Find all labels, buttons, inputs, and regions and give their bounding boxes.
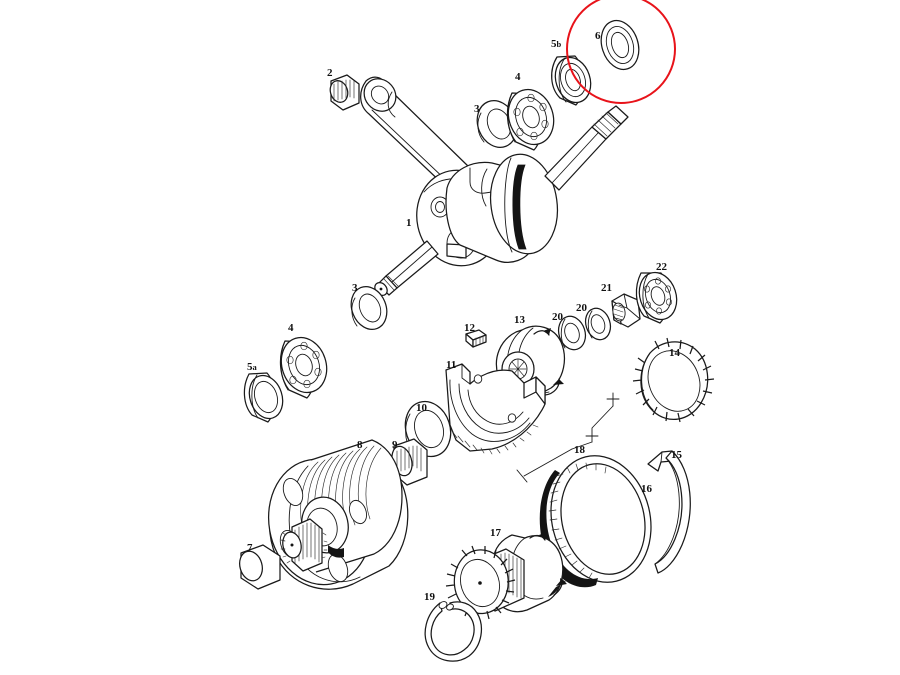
part-16-clutch-lining-ring — [539, 455, 652, 588]
part-17-drive-gear — [445, 532, 567, 621]
callout-10: 10 — [416, 402, 427, 414]
callout-2: 2 — [327, 67, 333, 79]
part-4-main-bearing-left — [279, 336, 328, 399]
callout-12: 12 — [464, 322, 475, 334]
callout-16: 16 — [641, 483, 652, 495]
callout-3-right: 3 — [474, 103, 480, 115]
part-14-tab-lock-washer — [632, 337, 715, 423]
callout-20-inner: 20 — [552, 311, 563, 323]
part-21-hex-nut — [611, 293, 641, 328]
callout-20-outer: 20 — [576, 302, 587, 314]
callout-19: 19 — [424, 591, 435, 603]
part-15-clutch-band — [647, 450, 691, 574]
callout-18: 18 — [574, 444, 585, 456]
part-5b-oil-seal — [551, 55, 592, 106]
part-7-bushing — [239, 544, 281, 590]
part-20-washer-inner — [557, 315, 587, 351]
callout-5a: 5a — [247, 361, 257, 373]
callout-8: 8 — [357, 439, 363, 451]
callout-4-left: 4 — [288, 322, 294, 334]
callout-15: 15 — [671, 449, 682, 461]
part-2-small-end-bearing — [329, 74, 360, 111]
part-1-crankshaft-assembly — [360, 76, 629, 297]
part-8-clutch-housing — [267, 439, 409, 590]
callout-6: 6 — [595, 30, 601, 42]
callout-17: 17 — [490, 527, 501, 539]
part-19-snap-ring — [424, 601, 483, 662]
callout-9: 9 — [392, 439, 398, 451]
part-11-clutch-shoe — [445, 363, 546, 455]
callout-13: 13 — [514, 314, 525, 326]
callout-7: 7 — [247, 542, 253, 554]
callout-21: 21 — [601, 282, 612, 294]
callout-1: 1 — [406, 217, 412, 229]
part-22-ball-bearing — [635, 271, 678, 324]
callout-4-right: 4 — [515, 71, 521, 83]
callout-11: 11 — [446, 359, 457, 371]
part-12-woodruff-key — [465, 329, 487, 348]
part-3-thrust-washer-left — [350, 286, 388, 330]
callout-22: 22 — [656, 261, 667, 273]
callout-3-left: 3 — [352, 282, 358, 294]
part-6-oil-seal — [600, 19, 640, 71]
part-20-washer-outer — [584, 307, 612, 341]
part-5a-oil-seal — [243, 372, 284, 423]
callout-14: 14 — [669, 347, 680, 359]
callout-5b: 5b — [551, 38, 562, 50]
part-18-assembly-bracket — [516, 392, 620, 483]
part-4-main-bearing-right — [506, 88, 555, 151]
